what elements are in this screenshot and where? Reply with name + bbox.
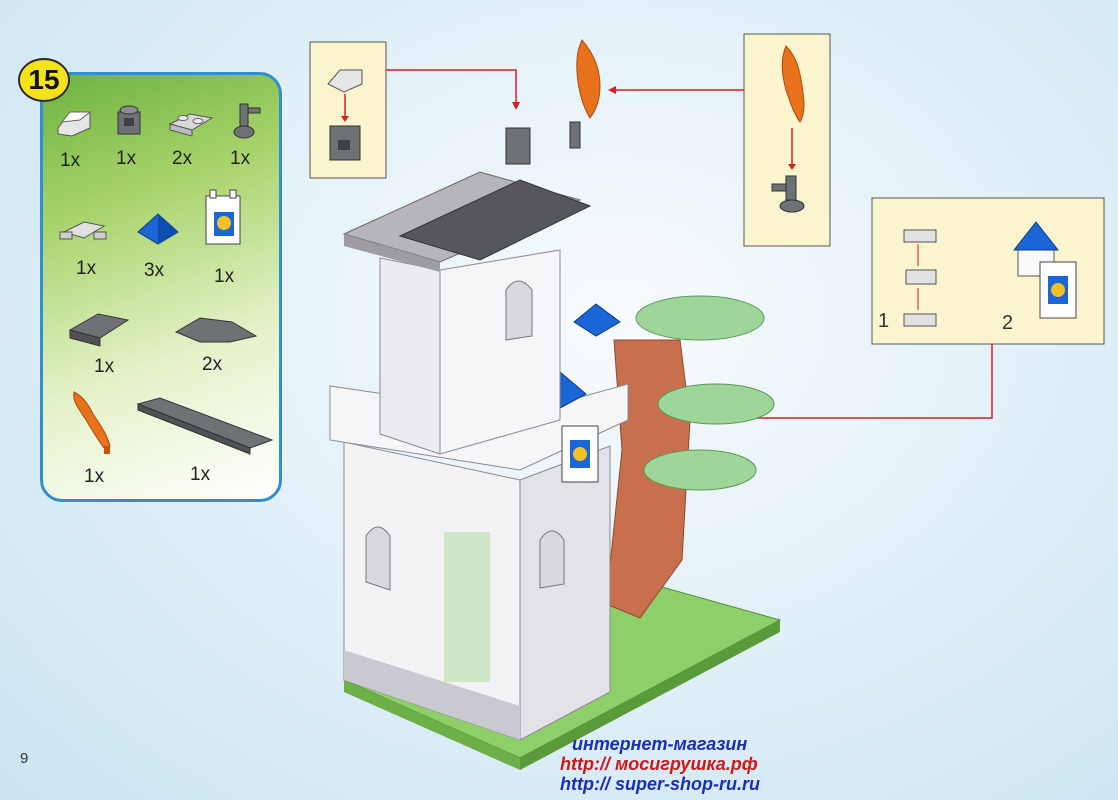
long-plate-icon	[136, 397, 274, 455]
brick-clip-icon	[117, 105, 141, 135]
substep-number: 1	[878, 310, 890, 332]
dark-plate-icon	[68, 313, 130, 347]
substep-number: 2	[1002, 312, 1014, 334]
part-qty: 1x	[230, 148, 251, 169]
flame-icon	[73, 391, 111, 454]
roof-tile-icon	[137, 213, 179, 245]
bar-holder-icon	[233, 103, 261, 139]
part-qty: 2x	[202, 354, 223, 375]
callout-slope-box	[309, 41, 387, 179]
plate-1x2-icon	[168, 113, 214, 137]
callout-banner-box	[871, 197, 1105, 345]
part-qty: 1x	[84, 466, 105, 487]
flag-banner-icon	[205, 189, 241, 245]
part-qty: 1x	[116, 148, 137, 169]
part-qty: 1x	[60, 150, 81, 171]
store-url-rf[interactable]: http:// мосигрушка.рф	[560, 754, 758, 774]
page-number: 9	[20, 750, 29, 767]
tower-model	[329, 39, 782, 770]
part-qty: 1x	[94, 356, 115, 377]
slope-brick-icon	[57, 111, 92, 137]
callout-flame-box	[743, 33, 831, 247]
part-qty: 1x	[214, 266, 235, 287]
store-url-ru[interactable]: http:// super-shop-ru.ru	[560, 774, 760, 794]
part-qty: 1x	[190, 464, 211, 485]
store-label: интернет-магазин	[572, 734, 748, 754]
plate-clips-icon	[59, 221, 107, 240]
wedge-plate-icon	[174, 317, 258, 343]
step-number-badge: 15	[18, 58, 70, 102]
part-qty: 2x	[172, 148, 193, 169]
part-qty: 3x	[144, 260, 165, 281]
part-qty: 1x	[76, 258, 97, 279]
